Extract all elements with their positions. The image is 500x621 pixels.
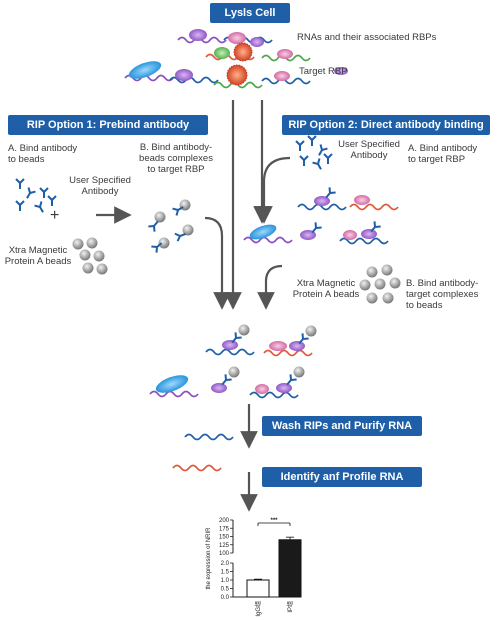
y-tick-label: 100 — [219, 551, 230, 557]
y-tick-label: 0.5 — [221, 587, 230, 593]
lysis-cell-header: Lysls Cell — [210, 3, 290, 23]
user-antibody-group-2 — [295, 135, 333, 173]
bar — [246, 579, 270, 598]
target-rbp-legend-icon — [334, 67, 348, 75]
y-tick-label: 150 — [219, 535, 230, 541]
target-rbp-label: Target RBP — [299, 66, 348, 77]
purified-rna — [172, 433, 234, 472]
y-tick-label: 175 — [219, 526, 230, 532]
y-axis-label: the expression of NRIR — [206, 527, 212, 590]
rna-rbp-cluster — [124, 29, 311, 89]
plus-sign: + — [50, 207, 60, 224]
beads-label-1: Xtra Magnetic Protein A beads — [4, 245, 72, 267]
nrir-expression-chart: 100 125 150 175 200 0.0 0.5 1.0 1.5 2.0 the expres… — [206, 518, 302, 617]
flow-arrows — [96, 100, 291, 512]
beads-label-2: Xtra Magnetic Protein A beads — [292, 278, 360, 300]
y-tick-label: 0.0 — [221, 595, 230, 601]
option1-step-b: B. Bind antibody- beads complexes to tar… — [139, 142, 213, 175]
identify-rna-header: Identify anf Profile RNA — [262, 467, 422, 487]
option2-header: RIP Option 2: Direct antibody binding — [282, 115, 490, 135]
option1-header: RIP Option 1: Prebind antibody — [8, 115, 208, 135]
captured-complexes — [149, 324, 317, 399]
y-tick-label: 1.5 — [221, 570, 230, 576]
user-antibody-label-1: User Specified Antibody — [69, 175, 131, 197]
magnetic-beads-group-1 — [72, 237, 108, 275]
y-tick-label: 1.0 — [221, 578, 230, 584]
antibody-rbp-complexes — [243, 186, 399, 245]
option2-step-b: B. Bind antibody- target complexes to be… — [406, 278, 479, 311]
bar — [278, 539, 302, 598]
wash-rips-header: Wash RIPs and Purify RNA — [262, 416, 422, 436]
x-tick-label: IP组 — [286, 601, 294, 613]
significance-label: *** — [270, 518, 278, 524]
option1-step-a: A. Bind antibody to beads — [8, 143, 78, 165]
y-tick-label: 200 — [219, 518, 230, 524]
y-tick-label: 2.0 — [221, 561, 230, 567]
option2-step-a: A. Bind antibody to target RBP — [408, 143, 478, 165]
user-antibody-label-2: User Specified Antibody — [338, 139, 400, 161]
y-tick-label: 125 — [219, 543, 230, 549]
rna-rbp-label: RNAs and their associated RBPs — [297, 32, 437, 43]
x-tick-label: IgG组 — [254, 601, 262, 617]
antibody-bead-complexes — [147, 199, 194, 254]
